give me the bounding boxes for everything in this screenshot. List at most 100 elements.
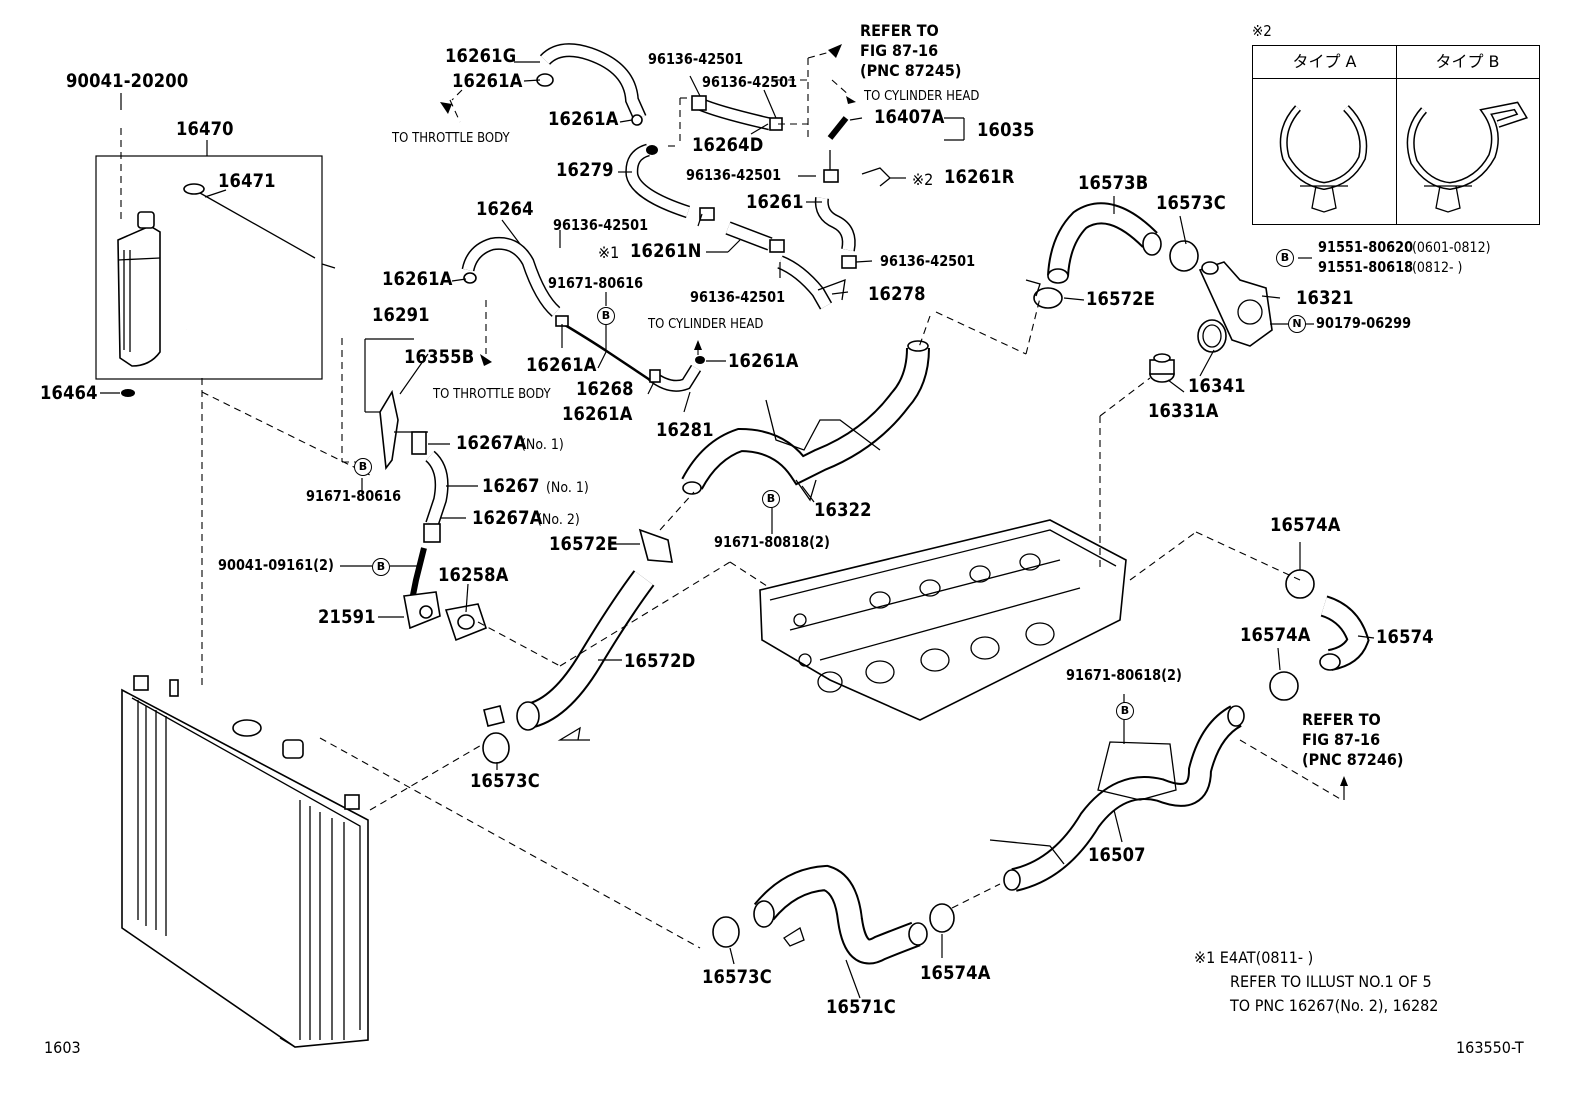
hose-16261N xyxy=(699,207,785,253)
callout-90041-09161: 90041-09161(2) xyxy=(218,556,334,574)
callout-16261N: 16261N xyxy=(630,240,702,262)
note-to-cylinder-head: TO CYLINDER HEAD xyxy=(864,89,980,104)
callout-91671-80616: 91671-80616 xyxy=(306,487,402,505)
callout-16572E: 16572E xyxy=(1086,288,1156,310)
hose-16574 xyxy=(1269,569,1370,701)
callout-16279: 16279 xyxy=(556,159,614,181)
badge-b: B xyxy=(372,558,390,576)
callout-16278: 16278 xyxy=(868,283,926,305)
refer-fig-text: FIG 87-16 xyxy=(1302,730,1381,749)
hose-16261 xyxy=(814,197,857,269)
callout-16261G: 16261G xyxy=(445,45,517,67)
note-to-throttle-body: TO THROTTLE BODY xyxy=(392,131,510,146)
page-id-left: 1603 xyxy=(44,1038,81,1057)
cylinder-head xyxy=(759,519,1127,721)
callout-91671-80618: 91671-80618(2) xyxy=(1066,666,1182,684)
refer-fig-text: FIG 87-16 xyxy=(860,41,939,60)
callout-16574: 16574 xyxy=(1376,626,1434,648)
callout-16464: 16464 xyxy=(40,382,98,404)
legend-clip-type-b xyxy=(1406,101,1528,213)
callout-16261A: 16261A xyxy=(548,108,619,130)
callout-16261: 16261 xyxy=(746,191,804,213)
refer-to-text: REFER TO xyxy=(860,21,939,40)
callout-16471: 16471 xyxy=(218,170,276,192)
callout-96136-42501: 96136-42501 xyxy=(686,166,782,184)
legend-mark: ※2 xyxy=(1252,22,1272,40)
hose-16264 xyxy=(461,236,705,392)
callout-16321: 16321 xyxy=(1296,287,1354,309)
footnote-line-3: TO PNC 16267(No. 2), 16282 xyxy=(1230,996,1439,1015)
badge-b: B xyxy=(597,307,615,325)
callout-91671-80818: 91671-80818(2) xyxy=(714,533,830,551)
callout-16573C: 16573C xyxy=(470,770,540,792)
refer-to-text: REFER TO xyxy=(1302,710,1381,729)
callout-16281: 16281 xyxy=(656,419,714,441)
callout-16035: 16035 xyxy=(977,119,1035,141)
pipe-16322 xyxy=(681,340,930,502)
callout-16268: 16268 xyxy=(576,378,634,400)
note-mark-1: ※1 xyxy=(598,243,620,262)
callout-91671-80616: 91671-80616 xyxy=(548,274,644,292)
callout-16572D: 16572D xyxy=(624,650,696,672)
illustration-id: 163550-T xyxy=(1456,1038,1524,1057)
cap-16464 xyxy=(121,389,135,397)
callout-96136-42501: 96136-42501 xyxy=(690,288,786,306)
callout-16574A: 16574A xyxy=(920,962,991,984)
callout-91551-80618: 91551-80618 xyxy=(1318,258,1414,276)
callout-16355B: 16355B xyxy=(404,346,475,368)
legend-header-type-a: タイプ A xyxy=(1253,46,1396,79)
callout-91551-80620: 91551-80620 xyxy=(1318,238,1414,256)
refer-pnc-text: (PNC 87245) xyxy=(860,61,962,80)
callout-90041-20200: 90041-20200 xyxy=(66,70,189,92)
callout-16267: 16267 xyxy=(482,475,540,497)
callout-16331A: 16331A xyxy=(1148,400,1219,422)
note-mark-2: ※2 xyxy=(912,170,934,189)
badge-b: B xyxy=(1276,249,1294,267)
callout-21591: 21591 xyxy=(318,606,376,628)
callout-16571C: 16571C xyxy=(826,996,896,1018)
callout-16264: 16264 xyxy=(476,198,534,220)
reserve-tank-box xyxy=(95,155,323,380)
callout-16573C: 16573C xyxy=(702,966,772,988)
hose-16264D xyxy=(691,95,783,131)
thermostat-16331A xyxy=(1149,353,1175,383)
callout-16261R: 16261R xyxy=(944,166,1015,188)
note-to-throttle-body: TO THROTTLE BODY xyxy=(433,387,551,402)
badge-b: B xyxy=(762,490,780,508)
legend-clip-type-a xyxy=(1279,105,1368,213)
callout-16573C: 16573C xyxy=(1156,192,1226,214)
hose-16279 xyxy=(536,43,691,219)
callout-16258A: 16258A xyxy=(438,564,509,586)
callout-16261A: 16261A xyxy=(526,354,597,376)
radiator xyxy=(121,675,369,1048)
callout-16261A: 16261A xyxy=(728,350,799,372)
callout-16507: 16507 xyxy=(1088,844,1146,866)
badge-n: N xyxy=(1288,315,1306,333)
suffix-no1: (No. 1) xyxy=(521,437,564,453)
badge-b: B xyxy=(354,458,372,476)
hose-16278 xyxy=(777,255,846,310)
callout-16267A-no1: 16267A xyxy=(456,432,527,454)
hose-16573B xyxy=(1025,202,1199,309)
hose-16571C xyxy=(712,864,955,965)
refer-pnc-text: (PNC 87246) xyxy=(1302,750,1404,769)
callout-96136-42501: 96136-42501 xyxy=(553,216,649,234)
callout-16470: 16470 xyxy=(176,118,234,140)
reserve-hose xyxy=(182,183,316,331)
callout-16572E: 16572E xyxy=(549,533,619,555)
suffix-no2: (No. 2) xyxy=(537,512,580,528)
callout-16574A: 16574A xyxy=(1240,624,1311,646)
bypass-cluster xyxy=(379,389,487,642)
suffix-no1: (No. 1) xyxy=(546,480,589,496)
callout-16341: 16341 xyxy=(1188,375,1246,397)
date-range-0601-0812: (0601-0812) xyxy=(1412,240,1491,256)
callout-16264D: 16264D xyxy=(692,134,764,156)
note-to-cylinder-head: TO CYLINDER HEAD xyxy=(648,317,764,332)
callout-16261A: 16261A xyxy=(382,268,453,290)
footnote-line-1: ※1 E4AT(0811- ) xyxy=(1194,948,1314,967)
pipe-16507 xyxy=(989,705,1245,892)
callout-96136-42501: 96136-42501 xyxy=(648,50,744,68)
callout-16407A: 16407A xyxy=(874,106,945,128)
callout-16261A: 16261A xyxy=(562,403,633,425)
clip-16261R xyxy=(861,167,891,187)
